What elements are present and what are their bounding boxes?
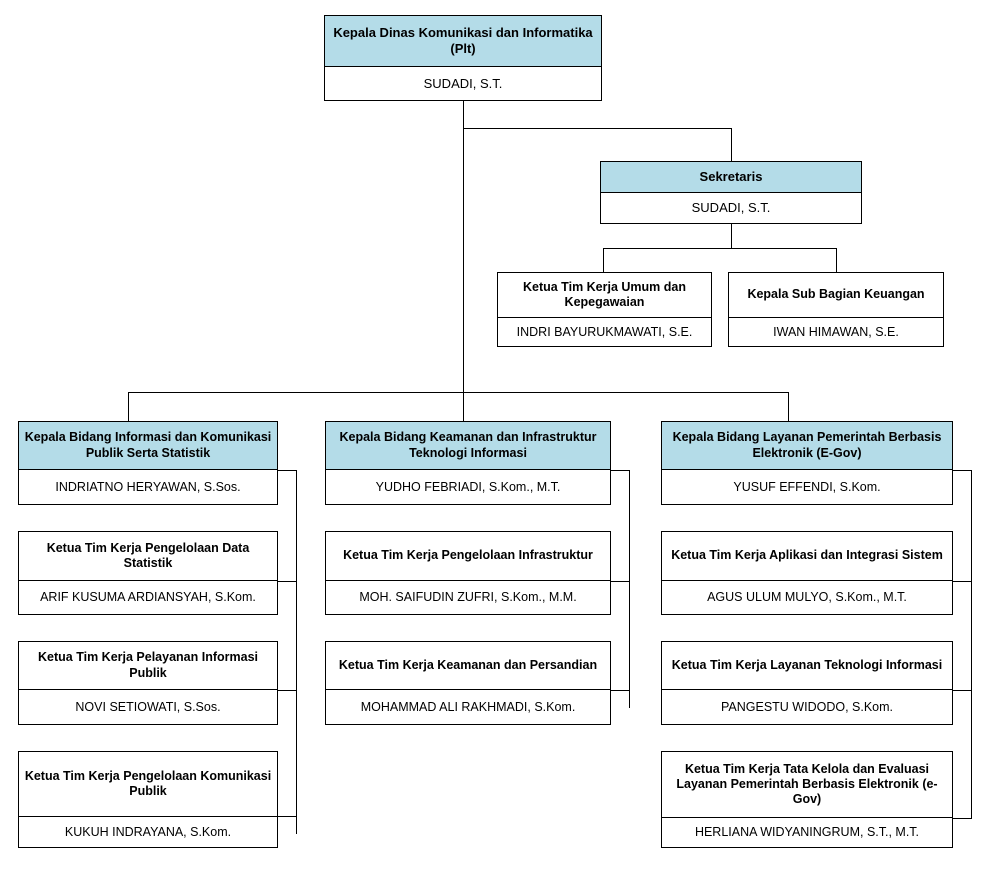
connector-bidang-ikp-drop — [128, 392, 129, 421]
node-tk-infrastruktur-name: MOH. SAIFUDIN ZUFRI, S.Kom., M.M. — [326, 581, 610, 614]
connector-trunk-main — [463, 101, 464, 392]
node-sub-bagian-keuangan-title: Kepala Sub Bagian Keuangan — [729, 273, 943, 318]
node-tk-layanan-ti-name: PANGESTU WIDODO, S.Kom. — [662, 690, 952, 724]
connector-stub-egov-head — [952, 470, 972, 471]
connector-stub-aplikasi-integrasi — [952, 581, 972, 582]
node-sub-bagian-keuangan[interactable]: Kepala Sub Bagian Keuangan IWAN HIMAWAN,… — [728, 272, 944, 347]
connector-umum-drop — [603, 248, 604, 272]
node-tk-data-statistik-title: Ketua Tim Kerja Pengelolaan Data Statist… — [19, 532, 277, 581]
node-sekretaris[interactable]: Sekretaris SUDADI, S.T. — [600, 161, 862, 224]
node-tk-data-statistik-name: ARIF KUSUMA ARDIANSYAH, S.Kom. — [19, 581, 277, 614]
connector-bidang-egov-drop — [788, 392, 789, 421]
node-bidang-ikp-title: Kepala Bidang Informasi dan Komunikasi P… — [19, 422, 277, 470]
connector-stub-ikp-head — [277, 470, 297, 471]
node-kepala-dinas-name: SUDADI, S.T. — [325, 67, 601, 100]
node-sekretaris-title: Sekretaris — [601, 162, 861, 193]
connector-spine-ikp — [296, 470, 297, 834]
connector-bidang-keamanan-drop — [463, 392, 464, 421]
node-bidang-egov[interactable]: Kepala Bidang Layanan Pemerintah Berbasi… — [661, 421, 953, 505]
node-kepala-dinas[interactable]: Kepala Dinas Komunikasi dan Informatika … — [324, 15, 602, 101]
node-tk-data-statistik[interactable]: Ketua Tim Kerja Pengelolaan Data Statist… — [18, 531, 278, 615]
node-tk-komunikasi-publik-title: Ketua Tim Kerja Pengelolaan Komunikasi P… — [19, 752, 277, 817]
node-tk-aplikasi-integrasi-name: AGUS ULUM MULYO, S.Kom., M.T. — [662, 581, 952, 614]
node-umum-kepegawaian[interactable]: Ketua Tim Kerja Umum dan Kepegawaian IND… — [497, 272, 712, 347]
node-tk-aplikasi-integrasi-title: Ketua Tim Kerja Aplikasi dan Integrasi S… — [662, 532, 952, 581]
node-tk-komunikasi-publik[interactable]: Ketua Tim Kerja Pengelolaan Komunikasi P… — [18, 751, 278, 848]
connector-keuangan-drop — [836, 248, 837, 272]
node-tk-pelayanan-informasi-title: Ketua Tim Kerja Pelayanan Informasi Publ… — [19, 642, 277, 690]
connector-stub-pelayanan-informasi — [277, 690, 297, 691]
node-tk-tata-kelola[interactable]: Ketua Tim Kerja Tata Kelola dan Evaluasi… — [661, 751, 953, 848]
connector-stub-data-statistik — [277, 581, 297, 582]
node-bidang-ikp[interactable]: Kepala Bidang Informasi dan Komunikasi P… — [18, 421, 278, 505]
node-bidang-ikp-name: INDRIATNO HERYAWAN, S.Sos. — [19, 470, 277, 504]
connector-stub-tata-kelola — [952, 818, 972, 819]
node-tk-infrastruktur[interactable]: Ketua Tim Kerja Pengelolaan Infrastruktu… — [325, 531, 611, 615]
connector-sekretaris-bar — [603, 248, 837, 249]
node-tk-komunikasi-publik-name: KUKUH INDRAYANA, S.Kom. — [19, 817, 277, 847]
node-tk-tata-kelola-name: HERLIANA WIDYANINGRUM, S.T., M.T. — [662, 818, 952, 847]
node-umum-kepegawaian-title: Ketua Tim Kerja Umum dan Kepegawaian — [498, 273, 711, 318]
connector-stub-layanan-ti — [952, 690, 972, 691]
node-tk-pelayanan-informasi-name: NOVI SETIOWATI, S.Sos. — [19, 690, 277, 724]
node-bidang-egov-title: Kepala Bidang Layanan Pemerintah Berbasi… — [662, 422, 952, 470]
connector-to-sekretaris — [463, 128, 732, 129]
connector-sekretaris-stem — [731, 224, 732, 248]
node-tk-aplikasi-integrasi[interactable]: Ketua Tim Kerja Aplikasi dan Integrasi S… — [661, 531, 953, 615]
connector-stub-komunikasi-publik — [277, 816, 297, 817]
connector-sekretaris-drop — [731, 128, 732, 161]
connector-spine-keamanan — [629, 470, 630, 708]
node-bidang-keamanan-title: Kepala Bidang Keamanan dan Infrastruktur… — [326, 422, 610, 470]
node-sub-bagian-keuangan-name: IWAN HIMAWAN, S.E. — [729, 318, 943, 346]
node-bidang-keamanan-name: YUDHO FEBRIADI, S.Kom., M.T. — [326, 470, 610, 504]
node-bidang-egov-name: YUSUF EFFENDI, S.Kom. — [662, 470, 952, 504]
node-kepala-dinas-title: Kepala Dinas Komunikasi dan Informatika … — [325, 16, 601, 67]
node-tk-tata-kelola-title: Ketua Tim Kerja Tata Kelola dan Evaluasi… — [662, 752, 952, 818]
node-sekretaris-name: SUDADI, S.T. — [601, 193, 861, 223]
connector-spine-egov — [971, 470, 972, 818]
node-tk-keamanan-persandian-name: MOHAMMAD ALI RAKHMADI, S.Kom. — [326, 690, 610, 724]
connector-stub-keamanan-head — [610, 470, 630, 471]
node-tk-pelayanan-informasi[interactable]: Ketua Tim Kerja Pelayanan Informasi Publ… — [18, 641, 278, 725]
node-umum-kepegawaian-name: INDRI BAYURUKMAWATI, S.E. — [498, 318, 711, 346]
node-tk-keamanan-persandian[interactable]: Ketua Tim Kerja Keamanan dan Persandian … — [325, 641, 611, 725]
connector-bidang-bar — [128, 392, 789, 393]
node-tk-layanan-ti-title: Ketua Tim Kerja Layanan Teknologi Inform… — [662, 642, 952, 690]
connector-stub-infrastruktur — [610, 581, 630, 582]
node-tk-keamanan-persandian-title: Ketua Tim Kerja Keamanan dan Persandian — [326, 642, 610, 690]
node-bidang-keamanan[interactable]: Kepala Bidang Keamanan dan Infrastruktur… — [325, 421, 611, 505]
connector-stub-keamanan-persandian — [610, 690, 630, 691]
node-tk-infrastruktur-title: Ketua Tim Kerja Pengelolaan Infrastruktu… — [326, 532, 610, 581]
node-tk-layanan-ti[interactable]: Ketua Tim Kerja Layanan Teknologi Inform… — [661, 641, 953, 725]
